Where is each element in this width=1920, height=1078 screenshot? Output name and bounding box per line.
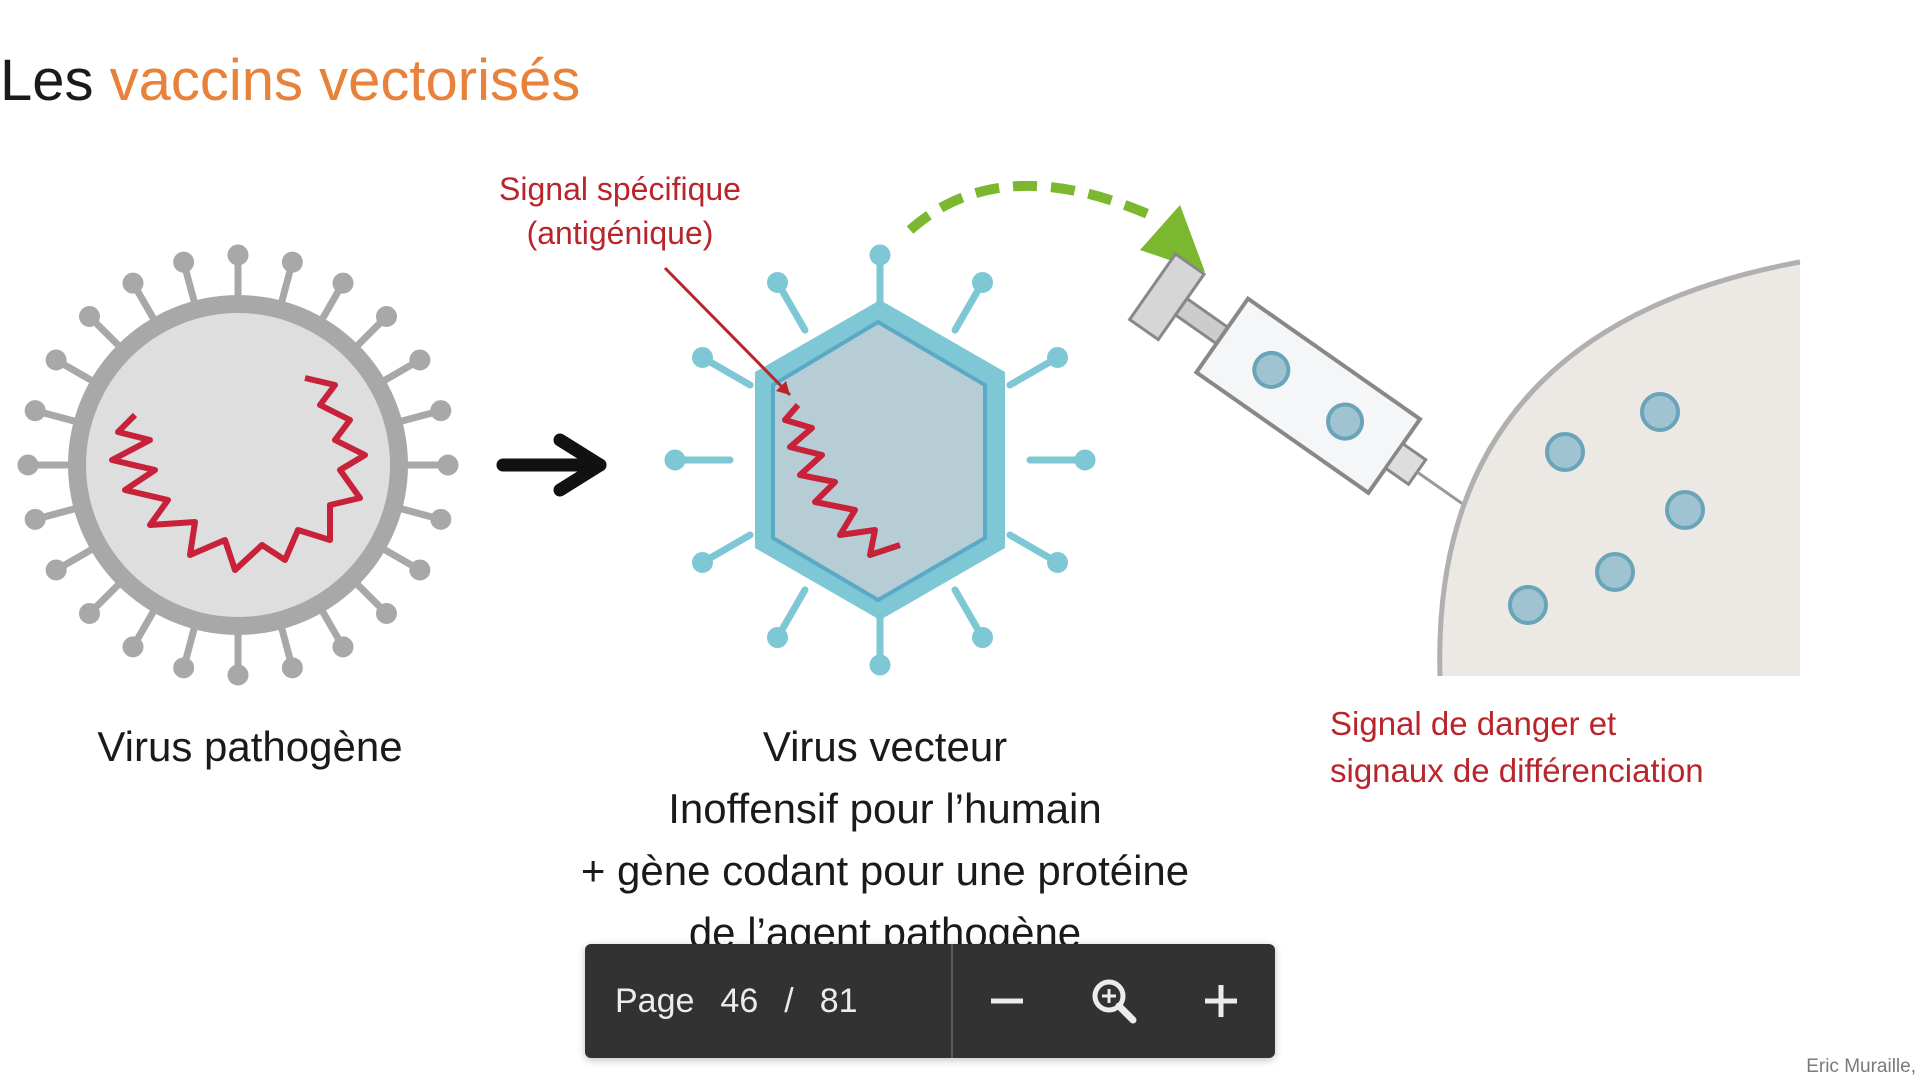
author-credit: Eric Muraille, [1806,1056,1916,1077]
slide-title: Les vaccins vectorisés [0,48,580,114]
vector-caption-line1: Virus vecteur [762,723,1008,770]
spike-cap [173,251,195,273]
total-pages: 81 [819,981,858,1020]
zoom-in-button[interactable] [1181,961,1261,1041]
plus-icon [1205,985,1238,1017]
spike-cap [173,657,195,679]
spike-cap [691,552,713,573]
pathogen-rna [109,375,368,573]
spike-cap [767,271,788,293]
zoom-out-button[interactable] [967,961,1047,1041]
signal-label-line2: (antigénique) [526,215,714,251]
vector-caption-line3: + gène codant pour une protéine [580,847,1190,894]
danger-label-line2: signaux de différenciation [1330,752,1704,789]
page-label: Page [615,981,695,1020]
spike-cap [691,347,713,368]
current-page-input[interactable]: 46 [720,981,759,1020]
spike-cap [24,508,46,530]
spike-cap [281,657,303,679]
spike-cap [409,559,431,581]
vector-virus [664,244,1096,676]
danger-label: Signal de danger et signaux de différenc… [1330,700,1704,794]
spike-cap [767,627,788,649]
spike-cap [972,627,993,649]
spike-cap [1047,347,1069,368]
spike-cap [332,272,354,294]
pathogen-virus [17,244,459,686]
spike-cap [972,271,993,293]
spike-cap [409,349,431,371]
spike-cap [375,306,397,328]
spike-cap [869,654,891,676]
spike-cap [869,244,891,266]
vector-gene [782,403,901,558]
page-separator: / [784,981,794,1020]
spike-cap [437,454,459,476]
title-prefix: Les [0,48,94,113]
zoom-controls [953,944,1275,1058]
page-indicator: Page 46 / 81 [585,944,951,1058]
signal-label-line1: Signal spécifique [499,171,741,207]
spike-cap [430,508,452,530]
spike-cap [1047,552,1069,573]
vector-caption-line2: Inoffensif pour l’humain [668,785,1102,832]
minus-icon [990,998,1023,1004]
vector-caption: Virus vecteur Inoffensif pour l’humain +… [500,716,1270,964]
pdf-page-toolbar: Page 46 / 81 [585,944,1275,1058]
pathogen-caption: Virus pathogène [97,723,403,770]
green-dashed-arrow [906,180,1152,234]
spike-cap [227,664,249,686]
spike-cap [664,449,686,471]
danger-label-line1: Signal de danger et [1330,705,1617,742]
spike-cap [17,454,39,476]
spike-cap [79,306,101,328]
spike-cap [122,272,144,294]
spike-cap [227,244,249,266]
spike-cap [45,349,67,371]
syringe [1127,251,1490,524]
spike-cap [430,400,452,422]
spike-cap [281,251,303,273]
spike-cap [122,636,144,658]
spike-cap [1074,449,1096,471]
signal-pointer [663,266,792,397]
host-cell [1437,259,1801,677]
title-accent: vaccins vectorisés [109,48,581,113]
zoom-reset-button[interactable] [1074,961,1154,1041]
spike-cap [332,636,354,658]
signal-label: Signal spécifique (antigénique) [470,167,770,255]
spike-cap [79,602,101,624]
transition-arrow [496,433,607,497]
spike-cap [24,400,46,422]
toolbar-divider [951,944,953,1058]
magnifier-icon [1092,979,1137,1024]
spike-cap [45,559,67,581]
spike-cap [375,602,397,624]
